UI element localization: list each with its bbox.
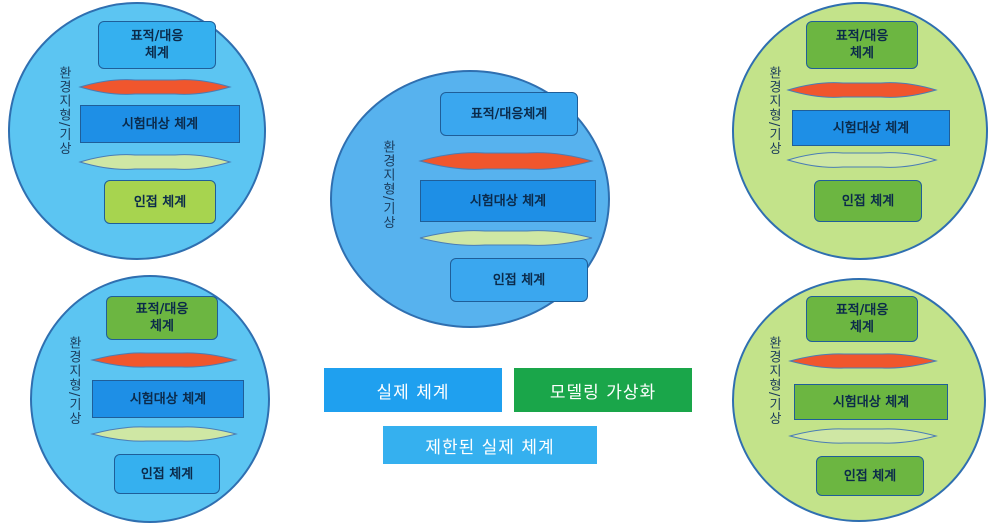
green-connector — [419, 230, 593, 246]
adjacent-system-box: 인접 체계 — [816, 456, 924, 496]
green-connector — [90, 426, 238, 442]
green-connector — [786, 152, 938, 168]
side-label: 환경지형/기상 — [56, 66, 71, 156]
legend-real-system: 실제 체계 — [324, 368, 502, 412]
side-label: 환경지형/기상 — [380, 140, 395, 230]
adjacent-system-box: 인접 체계 — [450, 258, 588, 302]
test-target-system-box: 시험대상 체계 — [420, 180, 596, 222]
adjacent-system-box: 인접 체계 — [814, 180, 922, 222]
legend-limited-real-system: 제한된 실제 체계 — [383, 426, 597, 464]
red-connector — [786, 82, 938, 98]
test-target-system-box: 시험대상 체계 — [80, 105, 240, 143]
red-connector — [78, 79, 232, 95]
target-system-box: 표적/대응 체계 — [98, 21, 216, 69]
adjacent-system-box: 인접 체계 — [104, 180, 216, 224]
test-target-system-box: 시험대상 체계 — [792, 110, 950, 146]
side-label: 환경지형/기상 — [766, 66, 781, 156]
red-connector — [418, 152, 594, 170]
adjacent-system-box: 인접 체계 — [114, 454, 220, 494]
target-system-box: 표적/대응 체계 — [806, 21, 918, 69]
legend-modeling-virtualization: 모델링 가상화 — [514, 368, 692, 412]
red-connector — [788, 353, 938, 369]
test-target-system-box: 시험대상 체계 — [794, 384, 948, 420]
target-system-box: 표적/대응 체계 — [806, 296, 918, 342]
side-label: 환경지형/기상 — [766, 336, 781, 426]
target-system-box: 표적/대응 체계 — [106, 296, 218, 340]
test-target-system-box: 시험대상 체계 — [92, 380, 244, 418]
side-label: 환경지형/기상 — [66, 336, 81, 426]
green-connector — [78, 154, 232, 170]
target-system-box: 표적/대응체계 — [440, 92, 578, 136]
green-connector — [788, 428, 938, 444]
red-connector — [90, 352, 238, 368]
